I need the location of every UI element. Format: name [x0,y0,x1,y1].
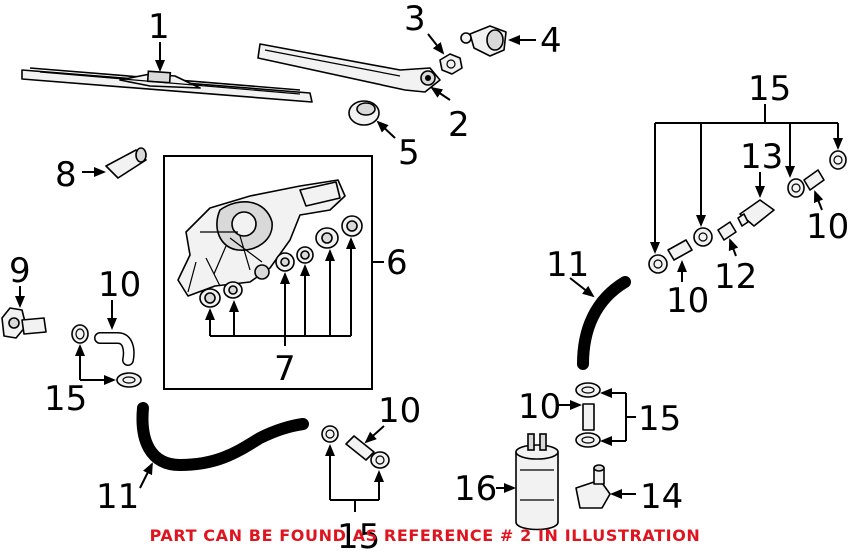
leader-15-pump [600,388,636,446]
callout-8: 8 [55,155,77,195]
callout-10-left: 10 [98,265,141,305]
clamp-part-left-b [116,372,142,388]
callout-10-right-a: 10 [666,281,709,321]
bolt-part-9 [1,307,47,339]
washer-pump-part [515,433,559,531]
callout-12: 12 [714,257,757,297]
callout-10-pump: 10 [518,387,561,427]
grommet-part-14 [575,464,611,509]
callout-9: 9 [9,251,31,291]
callout-15-pump: 15 [638,399,681,439]
tube-part-pump [582,403,595,431]
hose-elbow-part [94,332,135,366]
bolt-part-8 [105,147,147,179]
callout-10-center: 10 [378,391,421,431]
wiper-blade-part [21,67,313,103]
callout-15-right: 15 [748,69,791,109]
leader-15-right [650,104,843,254]
clamp-part-center-b [370,451,390,469]
leader-15-left [75,344,116,385]
callout-13: 13 [740,137,783,177]
callout-1: 1 [148,7,170,47]
reference-note: PART CAN BE FOUND AS REFERENCE # 2 IN IL… [149,526,701,545]
callout-6: 6 [386,243,408,283]
clamp-parts-right [648,150,847,274]
nut-part [439,53,463,75]
cap-part [460,25,507,57]
wiper-motor-part [177,179,346,297]
leader-3 [427,33,445,55]
long-hose-part [136,402,309,471]
tube-parts-right [667,169,825,261]
leader-2 [430,86,451,101]
callout-5: 5 [398,133,420,173]
short-hose-part [577,276,631,370]
wiper-arm-part [257,43,441,93]
callout-15-center: 15 [337,517,380,552]
check-valve-part [717,199,775,241]
leader-10-right-b [813,190,824,211]
clamp-part-left-a [71,324,89,344]
callout-4: 4 [540,21,562,61]
leader-12 [728,238,739,257]
callout-2: 2 [448,105,470,145]
clamp-part-center-a [321,425,339,443]
callout-10-right-b: 10 [806,207,849,247]
leader-11-left [139,462,153,489]
leader-15-center [325,444,384,512]
callout-3: 3 [404,0,426,39]
leader-11-right [569,277,595,298]
connector-part-center [345,435,375,461]
motor-assembly-box [163,155,373,390]
callout-11-left: 11 [96,477,139,517]
callout-15-left: 15 [44,379,87,419]
callout-11-right: 11 [546,245,589,285]
callout-7: 7 [274,349,296,389]
callout-16: 16 [454,469,497,509]
grommet-part [348,100,380,126]
leader-5 [376,120,396,139]
leader-10-center [364,425,385,444]
seal-rings-part [199,215,363,308]
callout-14: 14 [640,477,683,517]
leader-7 [205,237,356,346]
